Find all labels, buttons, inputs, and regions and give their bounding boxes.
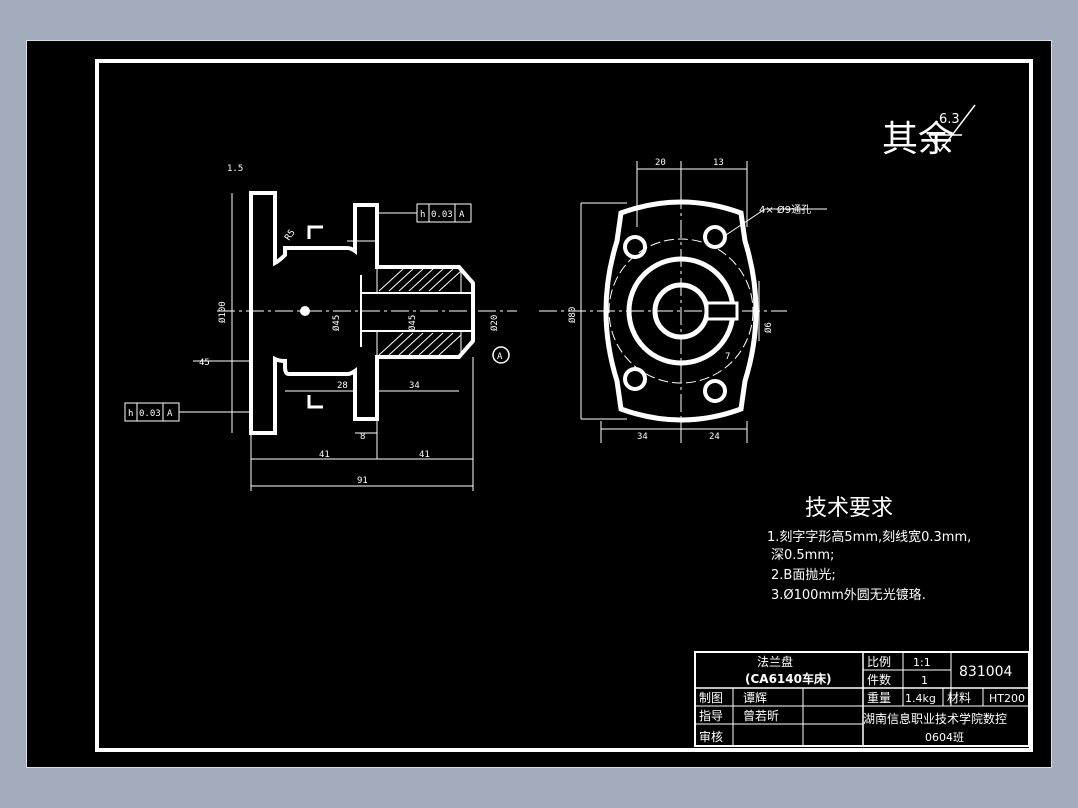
scale-label: 比例 bbox=[867, 655, 891, 669]
dim-phi80: Ø80 bbox=[567, 307, 578, 323]
technical-requirements: 技术要求 1.刻字字形高5mm,刻线宽0.3mm, 深0.5mm; 2.B面抛光… bbox=[767, 496, 971, 603]
dim-20: 20 bbox=[655, 158, 666, 168]
drawing-frame bbox=[95, 59, 1033, 752]
drawing-sheet: 其余 6.3 bbox=[26, 40, 1052, 768]
dim-7: 7 bbox=[725, 352, 730, 362]
drawn-label: 制图 bbox=[699, 691, 723, 705]
dim-34-end: 34 bbox=[637, 432, 648, 442]
datum-marker: A bbox=[492, 346, 510, 364]
material-value: HT200 bbox=[989, 692, 1025, 705]
roughness-label: 其余 bbox=[882, 119, 954, 160]
bolt-hole bbox=[703, 225, 727, 249]
title-block-text: 法兰盘 (CA6140车床) 比例 1:1 件数 1 831004 重量 1.4… bbox=[699, 654, 1025, 744]
drawn-name: 谭辉 bbox=[743, 691, 767, 705]
dim-phi20: Ø20 bbox=[489, 315, 500, 331]
dim-24: 24 bbox=[709, 432, 720, 442]
dim-phi6: Ø6 bbox=[763, 322, 774, 333]
dim-13: 13 bbox=[713, 158, 724, 168]
svg-text:h: h bbox=[420, 210, 425, 220]
dim-1-5: 1.5 bbox=[227, 164, 243, 174]
weight-label: 重量 bbox=[867, 691, 891, 705]
dim-34: 34 bbox=[409, 381, 420, 391]
school-name: 湖南信息职业技术学院数控 bbox=[863, 711, 1007, 726]
end-view: 20 13 34 24 7 Ø80 Ø6 4× Ø9通孔 bbox=[539, 158, 827, 443]
title-block bbox=[694, 651, 1030, 747]
svg-text:A: A bbox=[459, 210, 465, 220]
dim-91: 91 bbox=[357, 476, 368, 486]
review-label: 审核 bbox=[699, 729, 723, 744]
qty-label: 件数 bbox=[867, 672, 891, 687]
guide-label: 指导 bbox=[699, 708, 723, 723]
flange-outline bbox=[603, 199, 759, 423]
svg-text:h: h bbox=[128, 409, 133, 419]
requirement-2: 2.B面抛光; bbox=[771, 568, 836, 583]
material-label: 材料 bbox=[947, 691, 971, 705]
scale-value: 1:1 bbox=[913, 656, 931, 669]
dim-41-left: 41 bbox=[319, 450, 330, 460]
requirement-1: 1.刻字字形高5mm,刻线宽0.3mm, bbox=[767, 529, 971, 545]
dim-8: 8 bbox=[360, 432, 365, 442]
part-name: 法兰盘 bbox=[757, 654, 793, 669]
dim-phi45-bore: Ø45 bbox=[407, 315, 418, 331]
svg-text:A: A bbox=[167, 409, 173, 419]
cad-drawing: 其余 6.3 bbox=[95, 59, 1033, 752]
bolt-hole bbox=[623, 367, 647, 391]
section-hatch bbox=[376, 266, 462, 358]
requirement-3: 3.Ø100mm外圆无光镀珞. bbox=[771, 587, 926, 603]
bolt-hole bbox=[703, 379, 727, 403]
dim-r5: R5 bbox=[283, 228, 297, 243]
bolt-hole bbox=[623, 235, 647, 259]
svg-text:A: A bbox=[497, 352, 503, 362]
svg-text:0.03: 0.03 bbox=[139, 409, 161, 419]
holes-note: 4× Ø9通孔 bbox=[759, 204, 811, 216]
roughness-note: 其余 6.3 bbox=[882, 104, 976, 160]
class-name: 0604班 bbox=[925, 731, 964, 744]
requirement-1b: 深0.5mm; bbox=[771, 548, 834, 563]
dim-phi45-outer: Ø45 bbox=[331, 315, 342, 331]
tolerance-frame-left: h 0.03 A bbox=[124, 402, 251, 422]
radial-hole-slot bbox=[705, 301, 739, 321]
tolerance-frame-top: h 0.03 A bbox=[377, 203, 472, 223]
radial-hole bbox=[300, 306, 310, 316]
machine-name: (CA6140车床) bbox=[745, 671, 831, 686]
weight-value: 1.4kg bbox=[905, 692, 936, 705]
requirements-title: 技术要求 bbox=[805, 496, 893, 521]
svg-text:0.03: 0.03 bbox=[431, 210, 453, 220]
qty-value: 1 bbox=[921, 674, 928, 687]
roughness-value: 6.3 bbox=[939, 112, 960, 127]
dim-45: 45 bbox=[199, 358, 210, 368]
dim-phi100: Ø100 bbox=[217, 301, 228, 323]
part-outline bbox=[249, 191, 475, 435]
section-view: 41 41 91 28 34 8 1.5 45 R5 Ø100 Ø45 Ø45 … bbox=[124, 164, 517, 491]
guide-name: 曾若昕 bbox=[743, 709, 779, 723]
drawing-number: 831004 bbox=[959, 664, 1013, 680]
dim-28: 28 bbox=[337, 381, 348, 391]
dim-41-right: 41 bbox=[419, 450, 430, 460]
